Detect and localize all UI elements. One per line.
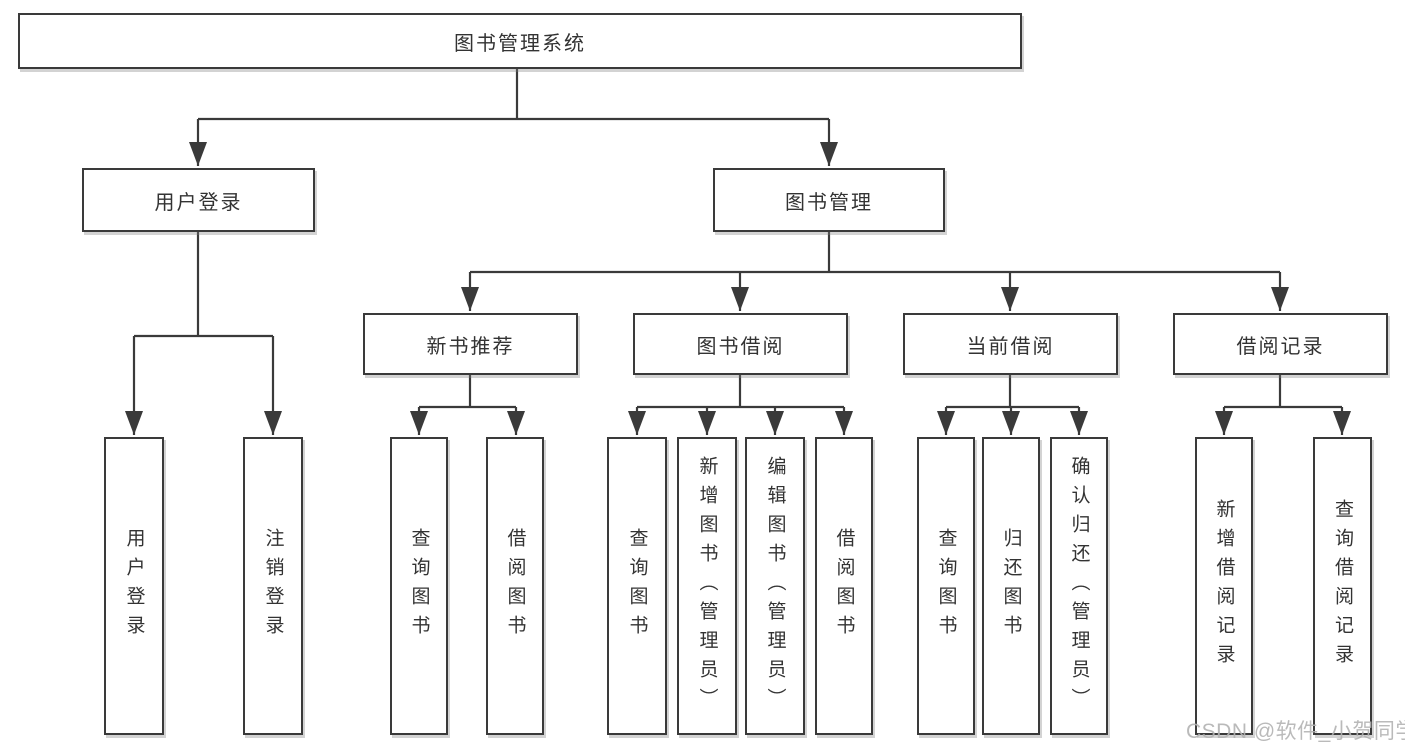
leaf-confirm-return-admin-label: 确认归还（管理员） xyxy=(1068,455,1090,717)
leaf-add-borrow-record-label: 新增借阅记录 xyxy=(1213,499,1235,673)
leaf-query-books-borrow: 查询图书 xyxy=(607,437,667,735)
root-node: 图书管理系统 xyxy=(18,13,1022,69)
leaf-query-books-current-label: 查询图书 xyxy=(935,528,957,644)
leaf-confirm-return-admin: 确认归还（管理员） xyxy=(1050,437,1108,735)
branch-user-login: 用户登录 xyxy=(82,168,315,232)
leaf-user-login-label: 用户登录 xyxy=(123,528,145,644)
leaf-query-books-current: 查询图书 xyxy=(917,437,975,735)
leaf-user-login: 用户登录 xyxy=(104,437,164,735)
leaf-add-book-admin: 新增图书（管理员） xyxy=(677,437,737,735)
leaf-logout-label: 注销登录 xyxy=(262,528,284,644)
csdn-watermark: CSDN @软件_小贺同学 xyxy=(1186,720,1405,743)
leaf-edit-book-admin: 编辑图书（管理员） xyxy=(745,437,805,735)
leaf-edit-book-admin-label: 编辑图书（管理员） xyxy=(764,455,786,717)
leaf-logout: 注销登录 xyxy=(243,437,303,735)
leaf-borrow-books-borrow: 借阅图书 xyxy=(815,437,873,735)
leaf-add-book-admin-label: 新增图书（管理员） xyxy=(696,455,718,717)
leaf-borrow-books-recommend: 借阅图书 xyxy=(486,437,544,735)
leaf-return-book-label: 归还图书 xyxy=(1000,528,1022,644)
leaf-borrow-books-borrow-label: 借阅图书 xyxy=(833,528,855,644)
leaf-query-books-recommend: 查询图书 xyxy=(390,437,448,735)
node-book-borrow: 图书借阅 xyxy=(633,313,848,375)
leaf-return-book: 归还图书 xyxy=(982,437,1040,735)
branch-book-management: 图书管理 xyxy=(713,168,945,232)
leaf-query-borrow-record: 查询借阅记录 xyxy=(1313,437,1372,735)
node-borrow-records: 借阅记录 xyxy=(1173,313,1388,375)
leaf-query-borrow-record-label: 查询借阅记录 xyxy=(1332,499,1353,673)
leaf-query-books-recommend-label: 查询图书 xyxy=(408,528,430,644)
node-current-borrow: 当前借阅 xyxy=(903,313,1118,375)
node-new-book-recommend: 新书推荐 xyxy=(363,313,578,375)
leaf-borrow-books-recommend-label: 借阅图书 xyxy=(504,528,526,644)
leaf-add-borrow-record: 新增借阅记录 xyxy=(1195,437,1253,735)
leaf-query-books-borrow-label: 查询图书 xyxy=(626,528,648,644)
